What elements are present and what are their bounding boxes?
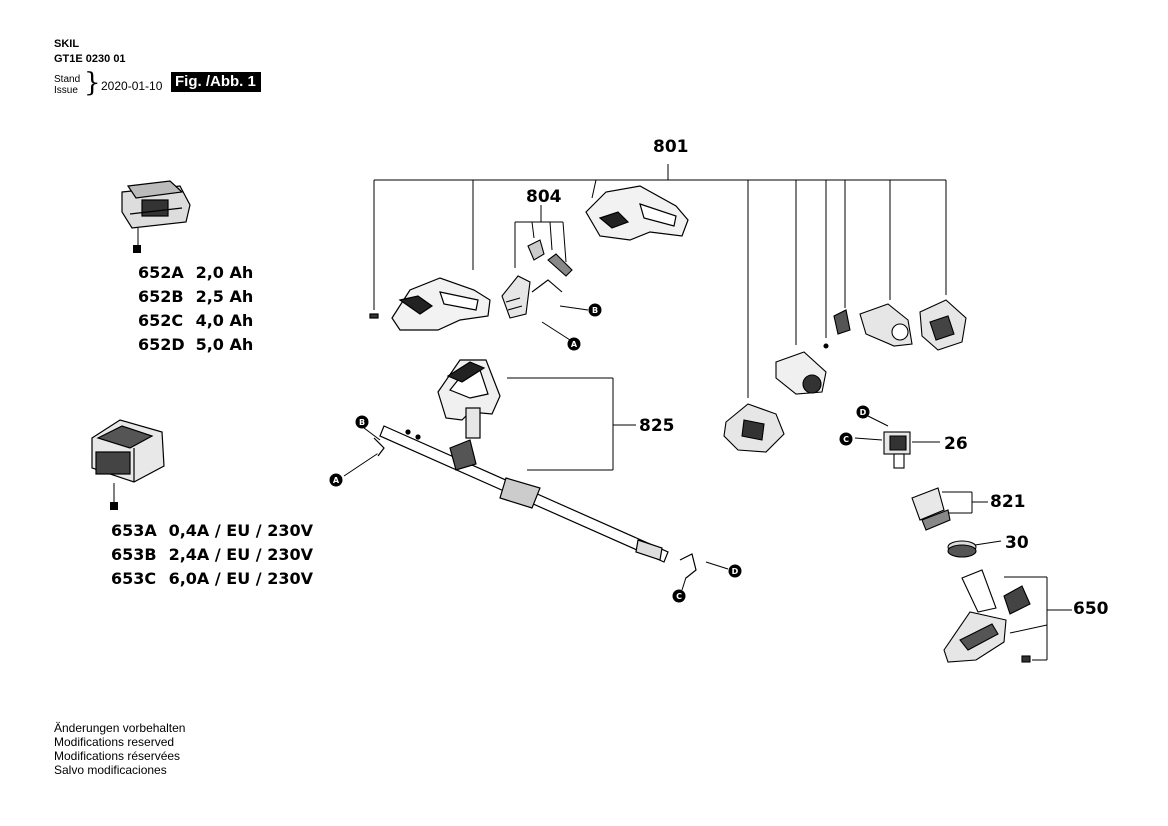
spool-head (883, 431, 911, 469)
callout-c-head-label: C (843, 435, 849, 444)
spool-cover (911, 487, 951, 531)
part-821-label: 821 (990, 492, 1026, 512)
charger-spec-row: 653C 6,0A / EU / 230V (111, 567, 313, 591)
note-en: Modifications reserved (54, 735, 175, 749)
modifications-note: Änderungen vorbehalten Modifications res… (54, 721, 185, 777)
charger-code: 653A (111, 521, 157, 540)
shaft-tube (373, 425, 697, 579)
guard-assembly (943, 569, 1031, 663)
callout-a-left-label: A (333, 476, 340, 485)
charger-code: 653B (111, 545, 157, 564)
battery-spec-row: 652A 2,0 Ah (138, 261, 253, 285)
battery-spec-row: 652B 2,5 Ah (138, 285, 253, 309)
leader-lines (113, 164, 1072, 661)
charger-icon (91, 419, 165, 483)
charger-spec-row: 653A 0,4A / EU / 230V (111, 519, 313, 543)
part-650-label: 650 (1073, 599, 1109, 619)
battery-spec-list: 652A 2,0 Ah 652B 2,5 Ah 652C 4,0 Ah 652D… (138, 261, 253, 357)
note-fr: Modifications réservées (54, 749, 181, 763)
switch-assembly (501, 239, 573, 319)
battery-code: 652D (138, 335, 185, 354)
charger-rating: 0,4A / EU / 230V (168, 521, 313, 540)
battery-capacity: 5,0 Ah (195, 335, 254, 354)
callout-a-upper: A (567, 337, 581, 351)
callout-b-upper: B (588, 303, 602, 317)
callout-b-left: B (355, 415, 369, 429)
charger-rating: 6,0A / EU / 230V (168, 569, 313, 588)
brand-name: SKIL (54, 38, 80, 50)
callout-d-shaft-label: D (732, 567, 739, 576)
callout-c-shaft-label: C (676, 592, 682, 601)
battery-spec-row: 652D 5,0 Ah (138, 333, 253, 357)
housing-half-top (585, 185, 689, 241)
part-26-label: 26 (944, 434, 968, 454)
note-de: Änderungen vorbehalten (54, 721, 186, 735)
charger-spec-list: 653A 0,4A / EU / 230V 653B 2,4A / EU / 2… (111, 519, 313, 591)
charger-spec-row: 653B 2,4A / EU / 230V (111, 543, 313, 567)
part-804-label: 804 (526, 187, 562, 207)
callout-d-head: D (856, 405, 870, 419)
battery-capacity: 2,0 Ah (195, 263, 254, 282)
housing-half-left (369, 277, 491, 331)
part-30-label: 30 (1005, 533, 1029, 553)
charger-code: 653C (111, 569, 157, 588)
callout-d-head-label: D (860, 408, 867, 417)
stand-issue-label: Stand Issue (54, 74, 80, 96)
motor-housing-parts (723, 299, 967, 453)
battery-spec-row: 652C 4,0 Ah (138, 309, 253, 333)
stand-label: Stand (54, 74, 81, 85)
brace-glyph: } (84, 68, 101, 98)
callout-c-shaft: C (672, 589, 686, 603)
callout-d-shaft: D (728, 564, 742, 578)
battery-code: 652C (138, 311, 184, 330)
battery-capacity: 4,0 Ah (195, 311, 254, 330)
battery-capacity: 2,5 Ah (195, 287, 254, 306)
battery-bullet (133, 245, 141, 253)
auxiliary-handle (437, 359, 501, 439)
callout-a-left: A (329, 473, 343, 487)
battery-code: 652A (138, 263, 184, 282)
battery-code: 652B (138, 287, 184, 306)
line-spool (947, 540, 977, 558)
callout-b-upper-label: B (592, 306, 598, 315)
issue-date: 2020-01-10 (101, 79, 163, 93)
charger-bullet (110, 502, 118, 510)
callout-b-left-label: B (359, 418, 365, 427)
issue-label: Issue (54, 85, 78, 96)
callout-c-head: C (839, 432, 853, 446)
charger-rating: 2,4A / EU / 230V (168, 545, 313, 564)
note-es: Salvo modificaciones (54, 763, 167, 777)
callout-a-upper-label: A (571, 340, 578, 349)
document-number: GT1E 0230 01 (54, 53, 126, 65)
part-801-label: 801 (653, 137, 689, 157)
figure-label: Fig. /Abb. 1 (171, 72, 261, 92)
part-825-label: 825 (639, 416, 675, 436)
battery-pack-icon (121, 180, 191, 229)
